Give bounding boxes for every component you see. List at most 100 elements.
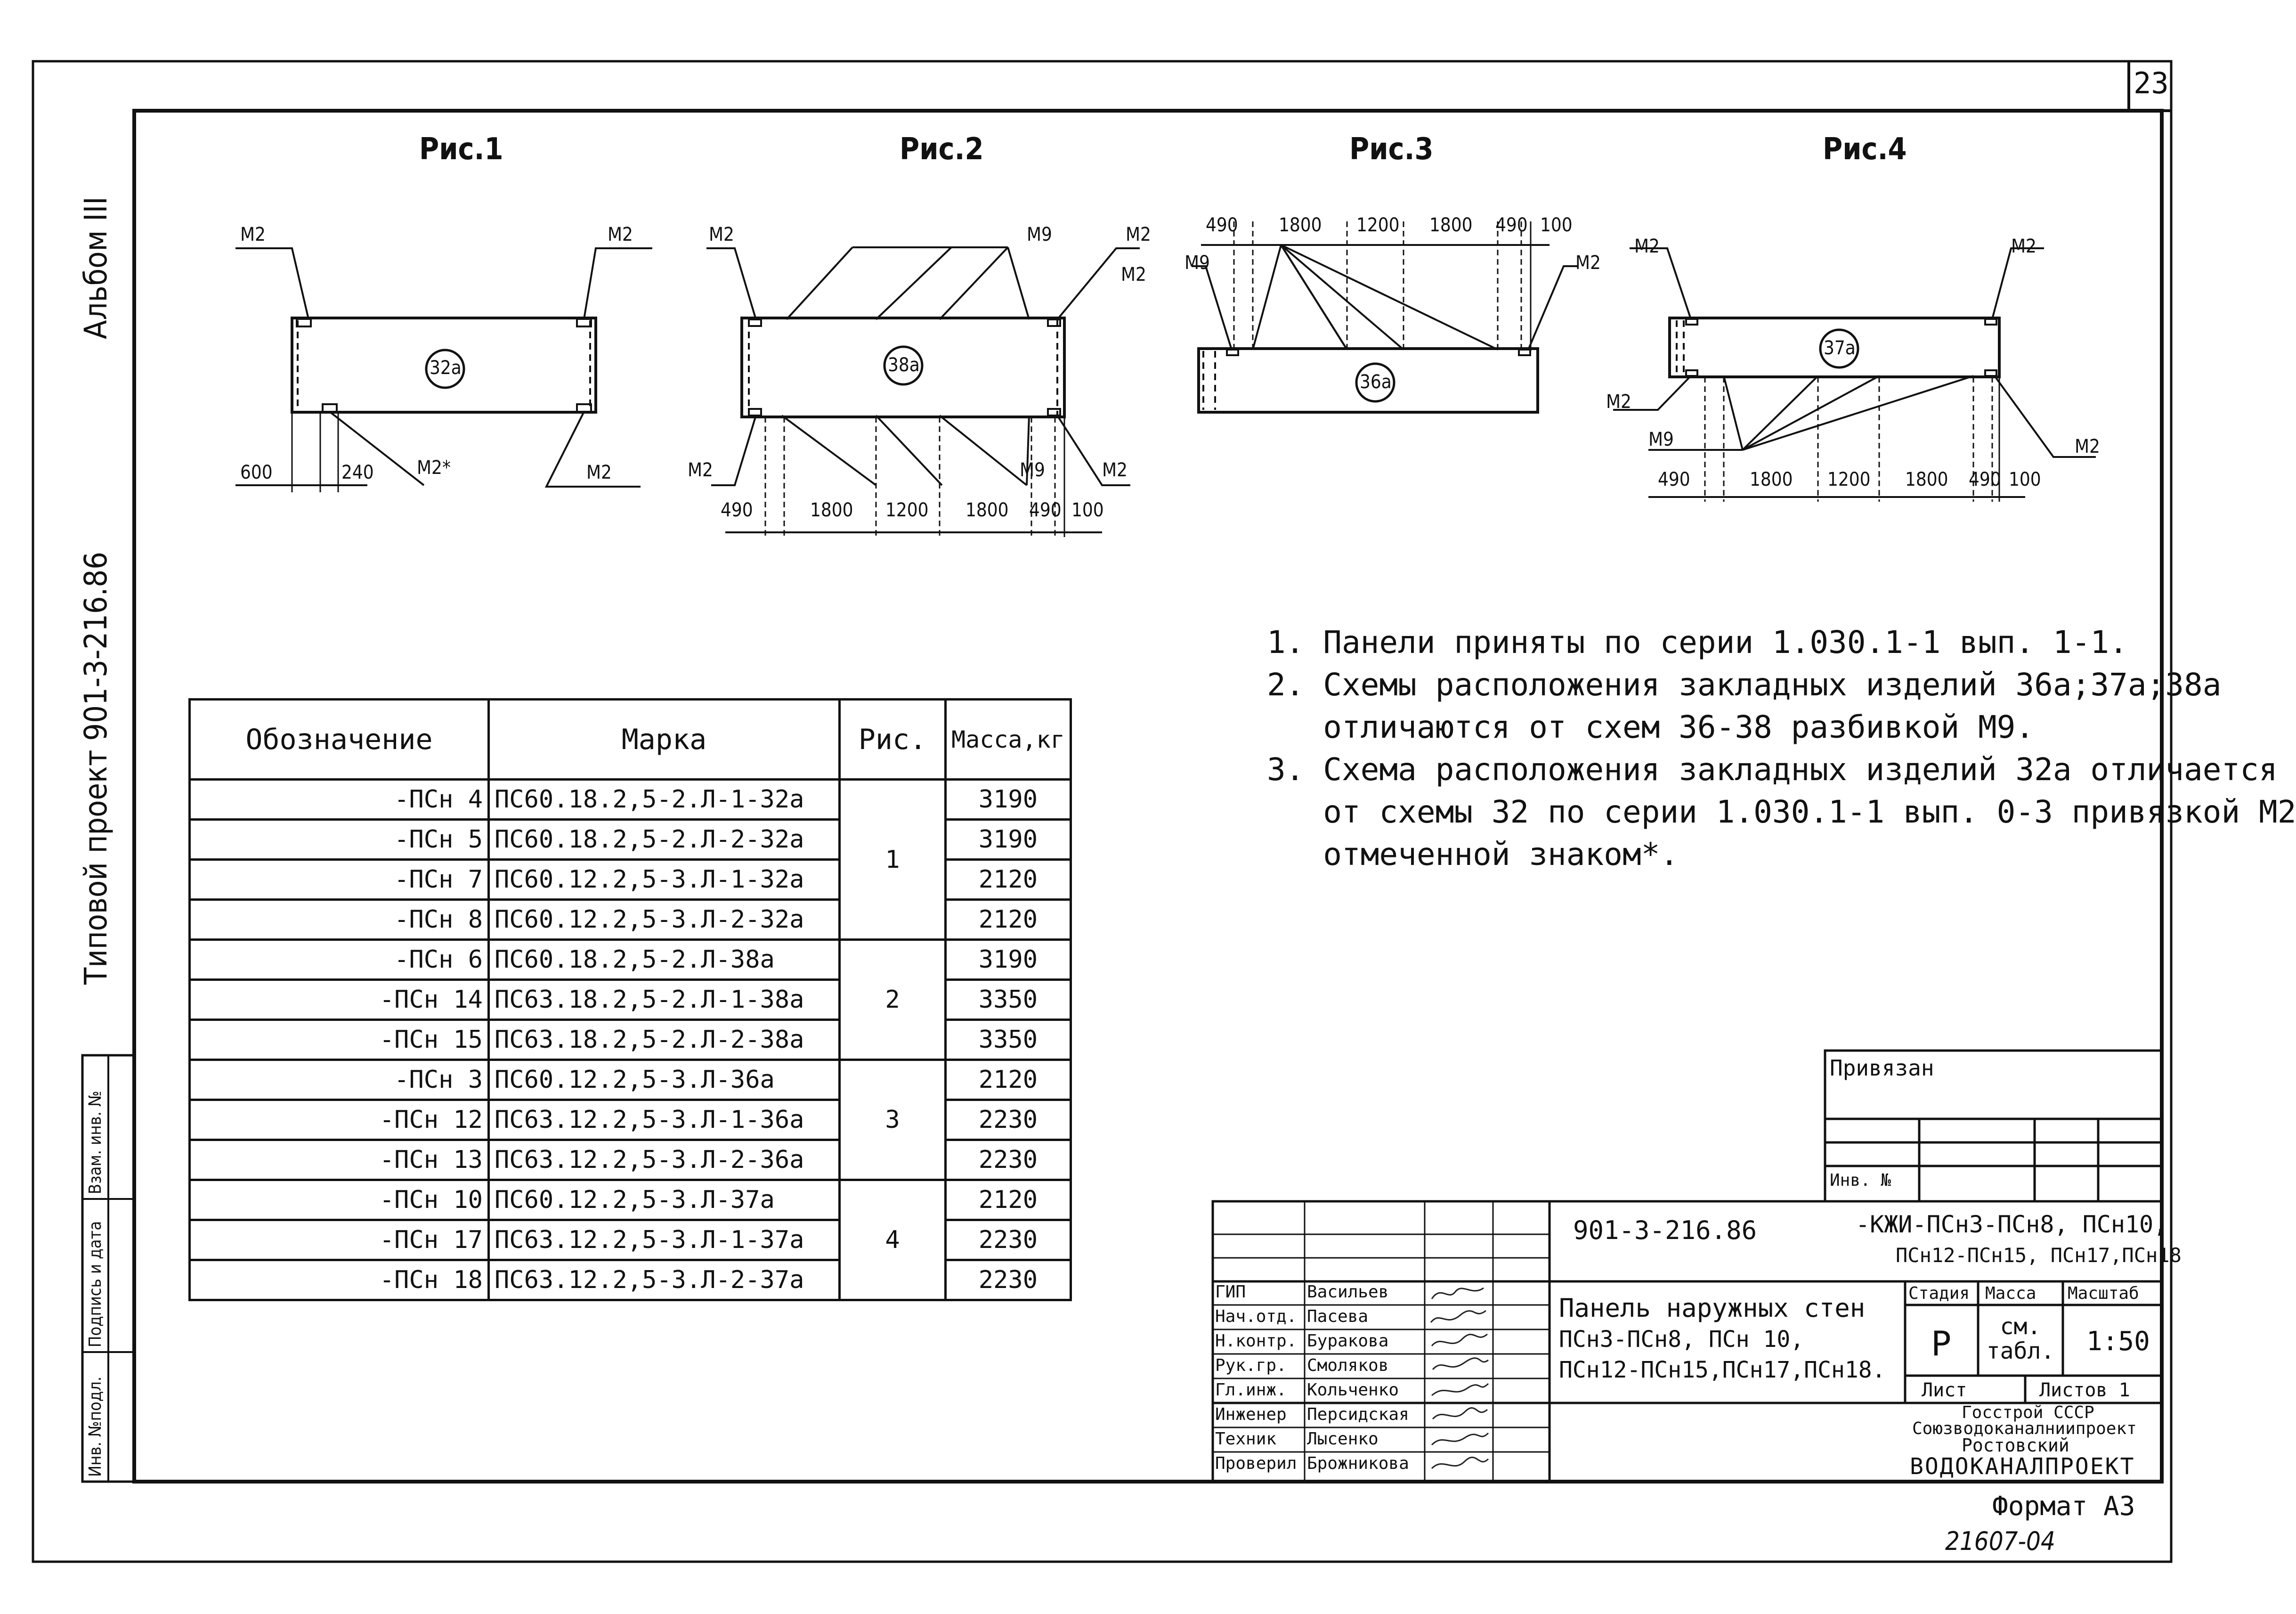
scale-label: Масштаб	[2068, 1284, 2139, 1303]
figure-4-title: Рис.4	[1823, 132, 1907, 167]
figure-4	[1613, 247, 2096, 502]
fig2-label-m9top: М9	[1027, 224, 1052, 245]
fig4-label-br: М2	[2075, 436, 2100, 457]
sheets-label: Листов 1	[2039, 1379, 2130, 1401]
sheet-label: Лист	[1922, 1379, 1967, 1401]
role-5: Инженер	[1215, 1405, 1287, 1424]
fig2-label-tr: М2	[1126, 224, 1151, 245]
mass-value: см. табл.	[1986, 1313, 2055, 1364]
name-6: Лысенко	[1307, 1429, 1379, 1449]
table-row: -ПСн 17 ПС63.12.2,5-3.Л-1-37а 2230	[188, 1219, 1072, 1261]
fig3-label-m2r: М2	[1575, 252, 1601, 274]
stamp-code: 901-3-216.86	[1573, 1215, 1757, 1245]
table-row: -ПСн 6 ПС60.18.2,5-2.Л-38а 2 3190	[188, 938, 1072, 1061]
side-box-inv: Инв. №подл.	[86, 1376, 105, 1477]
role-6: Техник	[1215, 1429, 1277, 1449]
role-2: Н.контр.	[1215, 1331, 1297, 1351]
name-0: Васильев	[1307, 1282, 1389, 1302]
fig4-dim-4: 490	[1969, 469, 2001, 490]
note-3c: отмеченной знаком*.	[1267, 836, 1679, 872]
fig4-dim-5: 100	[2009, 469, 2041, 490]
table-row: -ПСн 10 ПС60.12.2,5-3.Л-37а 4 2120	[188, 1179, 1072, 1301]
table-row: -ПСн 5 ПС60.18.2,5-2.Л-2-32а 3190	[188, 818, 1072, 861]
fig3-dim-0: 490	[1206, 214, 1238, 236]
stage-value: Р	[1931, 1324, 1952, 1363]
org-line-1: Госстрой СССР	[1962, 1403, 2094, 1422]
privyazan-label: Привязан	[1830, 1055, 1934, 1081]
stamp-title-2: ПСн3-ПСн8, ПСн 10,	[1559, 1326, 1804, 1353]
fig3-label-m2l: М2	[1121, 264, 1146, 285]
inner-frame	[132, 109, 2164, 1484]
note-2b: отличаются от схем 36-38 разбивкой М9.	[1267, 709, 2035, 745]
fig4-dim-3: 1800	[1905, 469, 1948, 490]
name-3: Смоляков	[1307, 1356, 1389, 1375]
note-3a: 3. Схема расположения закладных изделий …	[1267, 751, 2278, 788]
fig2-dim-3: 1800	[965, 499, 1009, 521]
table-row: -ПСн 3 ПС60.12.2,5-3.Л-36а 3 2120	[188, 1059, 1072, 1181]
header-designation: Обозначение	[188, 698, 490, 781]
fig4-dim-0: 490	[1658, 469, 1690, 490]
figure-1	[235, 247, 652, 492]
fig2-dim-0: 490	[721, 499, 753, 521]
fig1-dim-240: 240	[341, 462, 374, 483]
fig1-dim-600: 600	[240, 462, 273, 483]
fig3-dim-2: 1200	[1356, 214, 1400, 236]
fig1-mark: 32а	[430, 357, 462, 379]
org-line-2: Союзводоканалниипроект	[1912, 1419, 2137, 1438]
fig2-dim-2: 1200	[885, 499, 929, 521]
table-row: -ПСн 7 ПС60.12.2,5-3.Л-1-32а 2120	[188, 858, 1072, 901]
fig4-label-m9: М9	[1648, 429, 1674, 450]
fig4-label-bl: М2	[1606, 391, 1631, 413]
figure-1-title: Рис.1	[419, 132, 503, 167]
album-label: Альбом III	[78, 196, 114, 339]
scale-value: 1:50	[2086, 1326, 2150, 1357]
table-row: -ПСн 4 ПС60.18.2,5-2.Л-1-32а 1 3190	[188, 778, 1072, 941]
fig3-dim-5: 100	[1540, 214, 1573, 236]
table-row: -ПСн 8 ПС60.12.2,5-3.Л-2-32а 2120	[188, 898, 1072, 941]
role-4: Гл.инж.	[1215, 1380, 1287, 1400]
figure-3	[1192, 221, 1578, 414]
fig3-mark: 36а	[1360, 371, 1392, 393]
fig4-label-tr: М2	[2011, 236, 2036, 257]
fig3-label-m9: М9	[1185, 252, 1210, 274]
fig3-dim-4: 490	[1495, 214, 1528, 236]
archive-number: 21607-04	[1945, 1526, 2055, 1556]
title-block-grid	[1211, 1049, 2163, 1483]
table-row: -ПСн 15 ПС63.18.2,5-2.Л-2-38а 3350	[188, 1019, 1072, 1061]
role-3: Рук.гр.	[1215, 1356, 1287, 1375]
note-3b: от схемы 32 по серии 1.030.1-1 вып. 0-3 …	[1267, 794, 2296, 830]
header-figure: Рис.	[838, 698, 947, 781]
stamp-title-1: Панель наружных стен	[1559, 1293, 1866, 1323]
format-label: Формат А3	[1992, 1491, 2135, 1522]
sheet-number: 23	[2134, 66, 2169, 100]
fig2-label-tl: М2	[709, 224, 734, 245]
fig1-label-br: М2	[586, 462, 612, 483]
figure-group: 2	[838, 938, 947, 1061]
fig4-dim-1: 1800	[1750, 469, 1793, 490]
note-1: 1. Панели приняты по серии 1.030.1-1 вып…	[1267, 624, 2128, 660]
table-row: -ПСн 14 ПС63.18.2,5-2.Л-1-38а 3350	[188, 978, 1072, 1021]
fig3-dim-1: 1800	[1279, 214, 1322, 236]
mass-label: Масса	[1985, 1284, 2036, 1303]
header-mark: Марка	[487, 698, 841, 781]
outer-frame	[32, 60, 2173, 1563]
fig1-label-tr: М2	[608, 224, 633, 245]
signature-scribbles	[1430, 1287, 1489, 1469]
table-row: -ПСн 18 ПС63.12.2,5-3.Л-2-37а 2230	[188, 1259, 1072, 1301]
fig1-label-tl: М2	[240, 224, 266, 245]
fig3-dim-3: 1800	[1429, 214, 1473, 236]
figure-2-title: Рис.2	[900, 132, 984, 167]
fig4-dim-2: 1200	[1827, 469, 1871, 490]
name-1: Пасева	[1307, 1307, 1369, 1326]
role-0: ГИП	[1215, 1282, 1246, 1302]
stage-label: Стадия	[1908, 1284, 1970, 1303]
drawing-sheet	[32, 60, 2173, 1563]
fig2-dim-4: 490	[1029, 499, 1062, 521]
figure-group: 1	[838, 778, 947, 941]
stamp-doc-line1: -КЖИ-ПСн3-ПСн8, ПСн10,	[1856, 1211, 2168, 1238]
name-4: Кольченко	[1307, 1380, 1399, 1400]
fig2-label-m9bot: М9	[1020, 459, 1045, 481]
fig2-dim-5: 100	[1071, 499, 1104, 521]
fig4-label-tl: М2	[1634, 236, 1660, 257]
stamp-doc-line2: ПСн12-ПСн15, ПСн17,ПСн18	[1896, 1244, 2182, 1267]
